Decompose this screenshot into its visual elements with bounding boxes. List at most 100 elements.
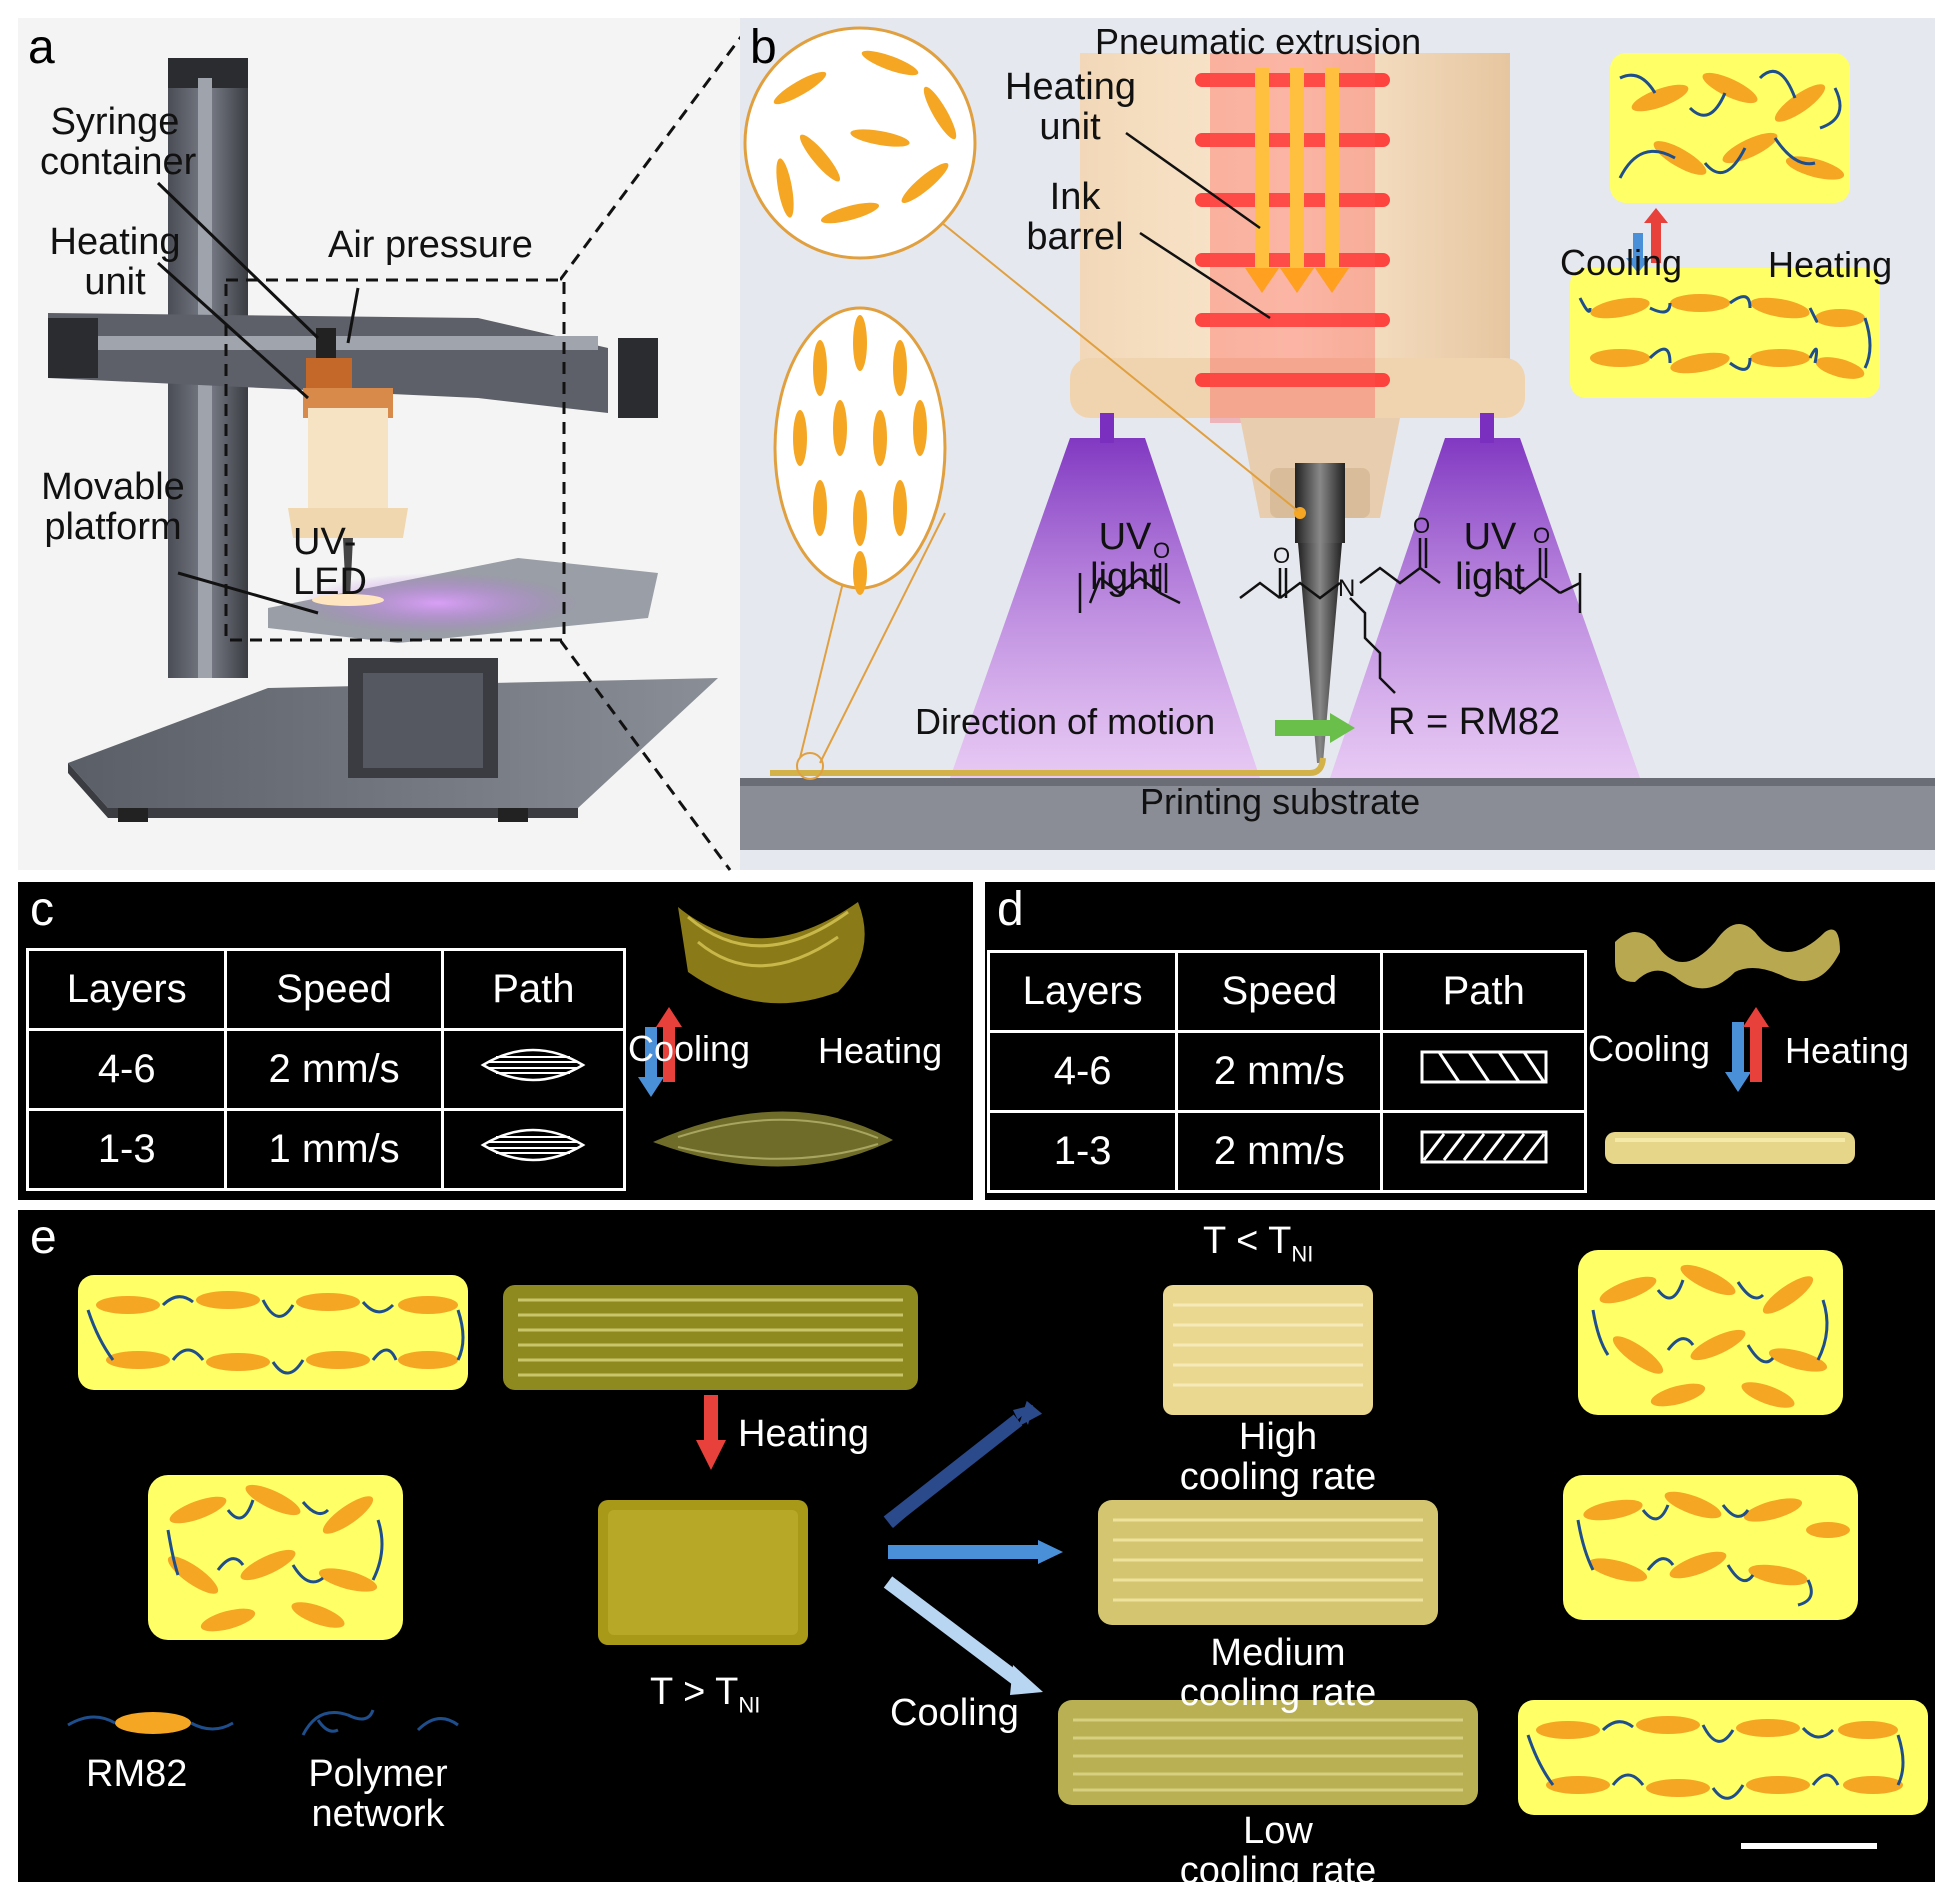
printing-substrate (740, 778, 1935, 850)
cell-speed: 2 mm/s (224, 1028, 444, 1111)
panel-a: a Syringe container Heating unit Air pre… (18, 18, 740, 870)
label-uv-right-line1: UV (1463, 516, 1517, 558)
label-movable-platform: Movable platform (28, 467, 198, 548)
label-high-cooling-rate: High cooling rate (1158, 1416, 1398, 1498)
print-head-body (308, 408, 388, 518)
label-uv-light-left: UV light (1075, 517, 1175, 598)
label-platform-line2: platform (44, 505, 182, 548)
extrusion-schematic: O O O O N (740, 26, 1935, 850)
panel-d: d Layers Speed Path 4-6 2 mm/s 1-3 2 mm/… (985, 882, 1935, 1200)
label-heating-e: Heating (738, 1413, 869, 1455)
header-speed: Speed (224, 948, 444, 1031)
filament-photo-medium-rate (1098, 1500, 1438, 1625)
curved-sample-photo (678, 902, 865, 1004)
sample-photos-c (638, 902, 893, 1167)
label-r-formula: R = RM82 (1388, 701, 1561, 743)
panel-letter-c: c (30, 883, 54, 936)
printer-illustration (48, 58, 718, 822)
label-heating-b-line2: unit (1039, 105, 1101, 148)
panel-letter-e: e (30, 1211, 57, 1264)
network-box-medium-rate (1563, 1475, 1858, 1620)
cooling-arrow-d (1732, 1022, 1744, 1077)
label-heating-b-line1: Heating (1005, 66, 1136, 108)
filament-photo-heated-before (503, 1285, 918, 1390)
t-lt-sub: NI (1291, 1241, 1314, 1267)
heating-arrow-e (704, 1395, 718, 1445)
label-heating-line2: unit (84, 260, 146, 303)
panel-c: c Layers Speed Path 4-6 2 mm/s 1-3 1 mm/… (18, 882, 973, 1200)
label-syringe-line2: container (40, 140, 197, 183)
network-box-low-rate (1518, 1700, 1928, 1815)
t-gt-text: T > T (650, 1671, 739, 1713)
network-box-isotropic (1610, 53, 1850, 203)
legend-rm82-label: RM82 (86, 1753, 188, 1795)
panel-letter-d: d (997, 883, 1024, 936)
label-t-greater-tni: T > TNI (650, 1671, 761, 1718)
header-path: Path (440, 948, 627, 1031)
path-lens-icon (480, 1048, 586, 1081)
label-uv-line2: LED (293, 560, 367, 603)
panel-letter-b: b (750, 21, 777, 74)
legend-rm82-mesogen (115, 1712, 191, 1734)
cell-layers: 1-3 (25, 1108, 228, 1191)
label-cooling-e: Cooling (890, 1692, 1019, 1734)
cooling-arrow-b (1633, 233, 1643, 263)
params-table-d: Layers Speed Path 4-6 2 mm/s 1-3 2 mm/s (986, 950, 1587, 1193)
label-uv-light-right: UV light (1440, 516, 1540, 598)
t-gt-sub: NI (738, 1692, 761, 1718)
label-heating-unit: Heating unit (40, 222, 190, 303)
cell-layers: 4-6 (986, 1030, 1179, 1113)
label-heating-unit-b: Heating unit (1005, 66, 1136, 148)
zoom-box (224, 278, 566, 642)
chem-o-4: O (1533, 523, 1550, 548)
uv-beam-right (1330, 438, 1640, 778)
label-syringe: Syringe container (40, 101, 197, 183)
aligned-mesogens (793, 315, 927, 595)
label-medium-cooling-rate: Medium cooling rate (1158, 1632, 1398, 1714)
path-lens-icon (480, 1128, 586, 1161)
path-hatch-dense-icon (1420, 1130, 1548, 1163)
cooling-arrow-c (645, 1027, 657, 1082)
cell-speed: 2 mm/s (1175, 1030, 1384, 1113)
network-box-aligned-e (78, 1275, 468, 1390)
polymer-line1: Polymer (308, 1753, 448, 1795)
label-printing-substrate: Printing substrate (1140, 781, 1421, 822)
header-path: Path (1380, 950, 1587, 1033)
flow-arrows (1245, 68, 1349, 293)
motion-arrow-shaft (1275, 720, 1330, 736)
cell-speed: 2 mm/s (1175, 1110, 1384, 1193)
path-hatch-sparse-icon (1420, 1050, 1548, 1083)
header-layers: Layers (986, 950, 1179, 1033)
nozzle (1295, 463, 1345, 543)
filament-photo-low-rate (1058, 1700, 1478, 1805)
chemical-structure (1078, 538, 1582, 694)
label-syringe-line1: Syringe (50, 101, 180, 143)
label-uv-led: UV- LED (293, 521, 367, 603)
cell-path-hatch-dense (1380, 1110, 1587, 1193)
low-line2: cooling rate (1179, 1849, 1377, 1892)
arrow-low-rate (883, 1576, 1023, 1686)
label-direction-of-motion: Direction of motion (915, 701, 1216, 742)
cell-layers: 4-6 (25, 1028, 228, 1111)
label-heating-c: Heating (818, 1030, 943, 1071)
label-heating-b: Heating (1768, 244, 1893, 285)
label-heating-d: Heating (1785, 1030, 1910, 1071)
network-box-aligned (1570, 268, 1880, 398)
label-uv-line1: UV- (293, 521, 357, 563)
straight-sample-photo (1605, 1132, 1855, 1164)
cell-path-hatch-sparse (1380, 1030, 1587, 1113)
label-cooling-d: Cooling (1588, 1028, 1711, 1069)
label-ink-barrel: Ink barrel (1010, 177, 1140, 258)
label-uv-right-line2: light (1455, 555, 1525, 598)
high-line1: High (1238, 1416, 1318, 1458)
medium-line1: Medium (1210, 1632, 1346, 1674)
chem-n: N (1338, 575, 1355, 602)
medium-line2: cooling rate (1179, 1671, 1377, 1714)
header-layers: Layers (25, 948, 228, 1031)
label-cooling-c: Cooling (628, 1028, 751, 1069)
heating-arrow-c (663, 1022, 675, 1082)
label-air-pressure: Air pressure (328, 224, 533, 266)
legend-polymer-network (301, 1709, 375, 1736)
cell-path-lens (440, 1028, 627, 1111)
chem-o-2: O (1273, 543, 1290, 568)
